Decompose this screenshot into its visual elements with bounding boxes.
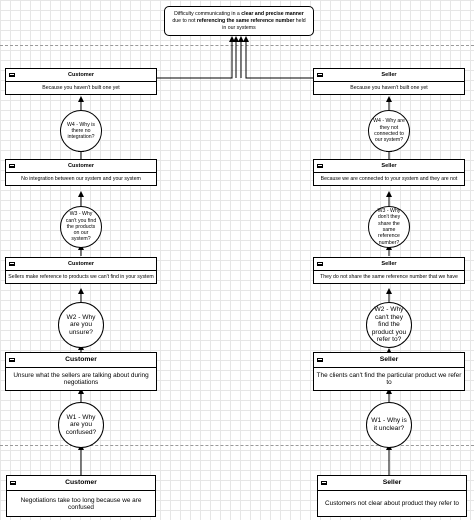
card-title: Seller (381, 72, 397, 78)
card-title: Customer (67, 261, 95, 267)
root-problem-text: Difficulty communicating in a clear and … (172, 10, 306, 31)
root-problem-box: Difficulty communicating in a clear and … (164, 6, 314, 36)
seller-card-root: Seller Customers not clear about product… (317, 475, 467, 517)
table-icon (317, 358, 323, 362)
card-title: Seller (379, 356, 399, 363)
table-icon (9, 73, 15, 77)
table-icon (9, 358, 15, 362)
card-text: They do not share the same reference num… (320, 274, 458, 280)
customer-why-4: W4 - Why is there no integration? (60, 110, 102, 152)
card-text: Negotiations take too long because we ar… (20, 496, 142, 511)
customer-why-2: W2 - Why are you unsure? (58, 302, 104, 348)
card-title: Customer (67, 72, 95, 78)
card-title: Seller (381, 163, 397, 169)
card-title: Seller (381, 261, 397, 267)
table-icon (321, 481, 327, 485)
customer-card-4: Customer Because you haven't built one y… (5, 68, 157, 95)
customer-card-3: Customer No integration between our syst… (5, 159, 157, 186)
card-text: No integration between our system and yo… (21, 176, 141, 182)
seller-why-1: W1 - Why is it unclear? (366, 402, 412, 448)
table-icon (317, 262, 323, 266)
card-title: Seller (382, 479, 402, 486)
customer-card-root: Customer Negotiations take too long beca… (6, 475, 156, 517)
card-text: Sellers make reference to products we ca… (8, 274, 154, 280)
table-icon (10, 481, 16, 485)
card-text: Because you haven't built one yet (350, 85, 428, 91)
seller-why-2: W2 - Why can't they find the product you… (366, 302, 412, 348)
seller-card-3: Seller Because we are connected to your … (313, 159, 465, 186)
seller-card-1: Seller The clients can't find the partic… (313, 352, 465, 391)
card-text: Customers not clear about product they r… (325, 500, 459, 507)
card-text: Because we are connected to your system … (320, 176, 458, 182)
card-text: The clients can't find the particular pr… (316, 372, 462, 386)
card-text: Because you haven't built one yet (42, 85, 120, 91)
divider-line-top (0, 45, 474, 46)
card-title: Customer (65, 479, 97, 486)
divider-line-bottom (0, 445, 474, 446)
card-text: Unsure what the sellers are talking abou… (13, 372, 149, 386)
card-title: Customer (65, 356, 97, 363)
table-icon (9, 164, 15, 168)
card-title: Customer (67, 163, 95, 169)
customer-why-1: W1 - Why are you confused? (58, 402, 104, 448)
customer-card-2: Customer Sellers make reference to produ… (5, 257, 157, 284)
table-icon (317, 73, 323, 77)
customer-card-1: Customer Unsure what the sellers are tal… (5, 352, 157, 391)
seller-card-2: Seller They do not share the same refere… (313, 257, 465, 284)
table-icon (317, 164, 323, 168)
seller-why-4: W4 - Why are they not connected to our s… (368, 110, 410, 152)
seller-card-4: Seller Because you haven't built one yet (313, 68, 465, 95)
customer-why-3: W3 - Why can't you find the products on … (60, 206, 102, 248)
seller-why-3: W3 - Why don't they share the same refer… (368, 206, 410, 248)
table-icon (9, 262, 15, 266)
